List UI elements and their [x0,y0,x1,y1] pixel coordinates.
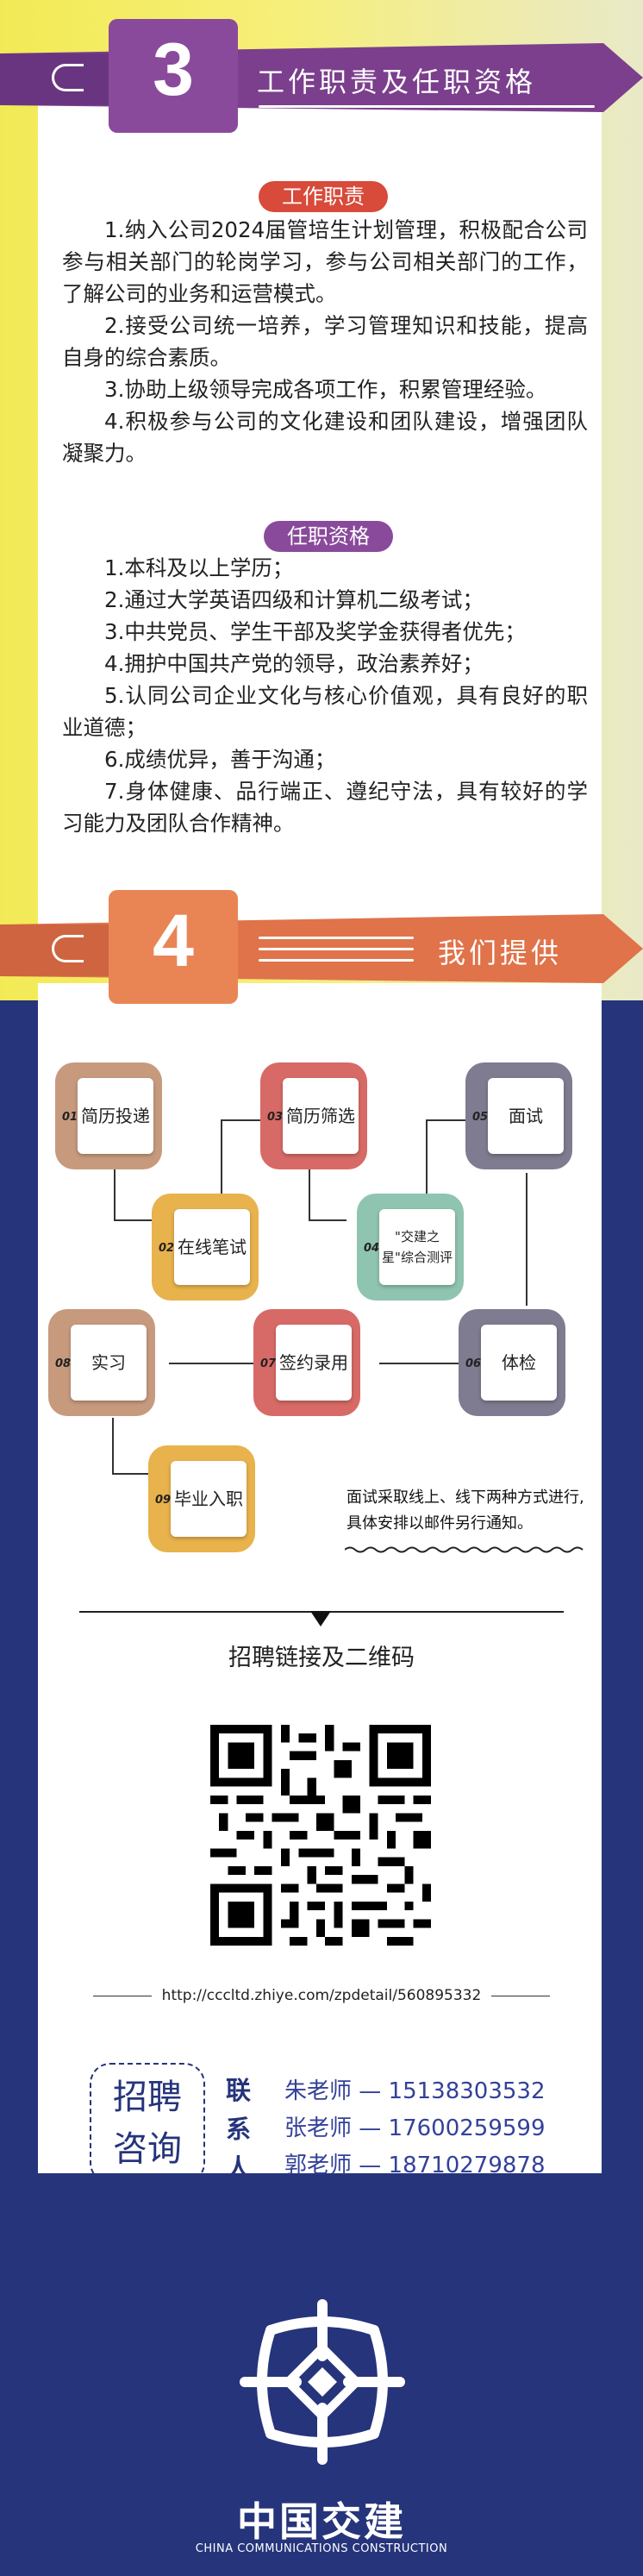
step-01: 简历投递 01 [55,1062,162,1169]
duties-text: 1.纳入公司2024届管培生计划管理，积极配合公司参与相关部门的轮岗学习，参与公… [62,214,588,469]
section4-title: 我们提供 [438,937,563,969]
duty-item: 4.积极参与公司的文化建设和团队建设，增强团队凝聚力。 [62,409,588,466]
step-03: 简历筛选 03 [260,1062,367,1169]
step-05-label: 面试 [488,1078,564,1154]
step-03-label: 简历筛选 [283,1078,359,1154]
down-triangle-icon [310,1611,331,1626]
qualifications-text: 1.本科及以上学历； 2.通过大学英语四级和计算机二级考试； 3.中共党员、学生… [62,552,588,839]
content-panel-2 [38,983,602,2173]
contact-list: 朱老师 — 15138303532 张老师 — 17600259599 郭老师 … [284,2073,546,2184]
qr-title: 招聘链接及二维码 [228,1645,415,1671]
step-09-label: 毕业入职 [171,1461,247,1537]
duties-tag: 工作职责 [259,181,388,212]
step-02: 在线笔试 02 [152,1194,259,1301]
wave-underline [345,1546,584,1553]
company-name: 中国交建 [237,2498,406,2545]
step-07: 签约录用 07 [253,1309,360,1416]
qualification-item: 6.成绩优异，善于沟通； [104,747,336,772]
contact-item[interactable]: 朱老师 — 15138303532 [284,2078,546,2104]
section3-number: 3 [153,28,194,111]
section3-number-box [109,19,238,133]
cccc-logo-icon [240,2299,405,2465]
section3-swirl-icon [52,64,84,91]
section3-title: 工作职责及任职资格 [257,66,537,98]
step-08: 实习 08 [48,1309,155,1416]
qr-code-icon[interactable] [210,1725,431,1946]
consult-badge: 招聘 咨询 [90,2063,205,2184]
contact-label: 联 系 人 [226,2076,252,2183]
contact-item[interactable]: 郭老师 — 18710279878 [284,2153,546,2178]
company-name-en: CHINA COMMUNICATIONS CONSTRUCTION [195,2542,448,2555]
section4-lines [259,937,414,970]
qualifications-tag: 任职资格 [264,521,393,552]
section4-number-box [109,890,238,1004]
qualification-item: 3.中共党员、学生干部及奖学金获得者优先； [104,619,526,644]
step-08-label: 实习 [71,1325,147,1401]
section4-swirl-icon [52,935,84,962]
qualification-item: 5.认同公司企业文化与核心价值观，具有良好的职业道德； [62,683,588,740]
step-04-label: "交建之星"综合测评 [379,1209,455,1285]
qualification-item: 4.拥护中国共产党的领导，政治素养好； [104,651,484,676]
section3-banner: 3 工作职责及任职资格 [0,19,643,133]
qualification-item: 7.身体健康、品行端正、遵纪守法，具有较好的学习能力及团队合作精神。 [62,779,588,836]
duty-item: 3.协助上级领导完成各项工作，积累管理经验。 [104,377,547,402]
section3-lines [259,105,595,116]
interview-note: 面试采取线上、线下两种方式进行,具体安排以邮件另行通知。 [346,1489,584,1532]
section4-banner: 4 我们提供 [0,890,643,1004]
qualification-item: 1.本科及以上学历； [104,555,294,580]
step-06-label: 体检 [481,1325,557,1401]
step-02-label: 在线笔试 [174,1209,250,1285]
duty-item: 2.接受公司统一培养，学习管理知识和技能，提高自身的综合素质。 [62,313,588,370]
qualification-item: 2.通过大学英语四级和计算机二级考试； [104,587,484,612]
section4-number: 4 [153,899,194,982]
step-04: "交建之星"综合测评 04 [357,1194,464,1301]
step-09: 毕业入职 09 [148,1445,255,1552]
step-07-label: 签约录用 [276,1325,352,1401]
contact-item[interactable]: 张老师 — 17600259599 [284,2115,546,2141]
step-05: 面试 05 [465,1062,572,1169]
duty-item: 1.纳入公司2024届管培生计划管理，积极配合公司参与相关部门的轮岗学习，参与公… [62,217,588,306]
step-01-label: 简历投递 [78,1078,153,1154]
recruit-url-link[interactable]: http://cccltd.zhiye.com/zpdetail/5608953… [0,1987,643,2004]
step-06: 体检 06 [459,1309,565,1416]
